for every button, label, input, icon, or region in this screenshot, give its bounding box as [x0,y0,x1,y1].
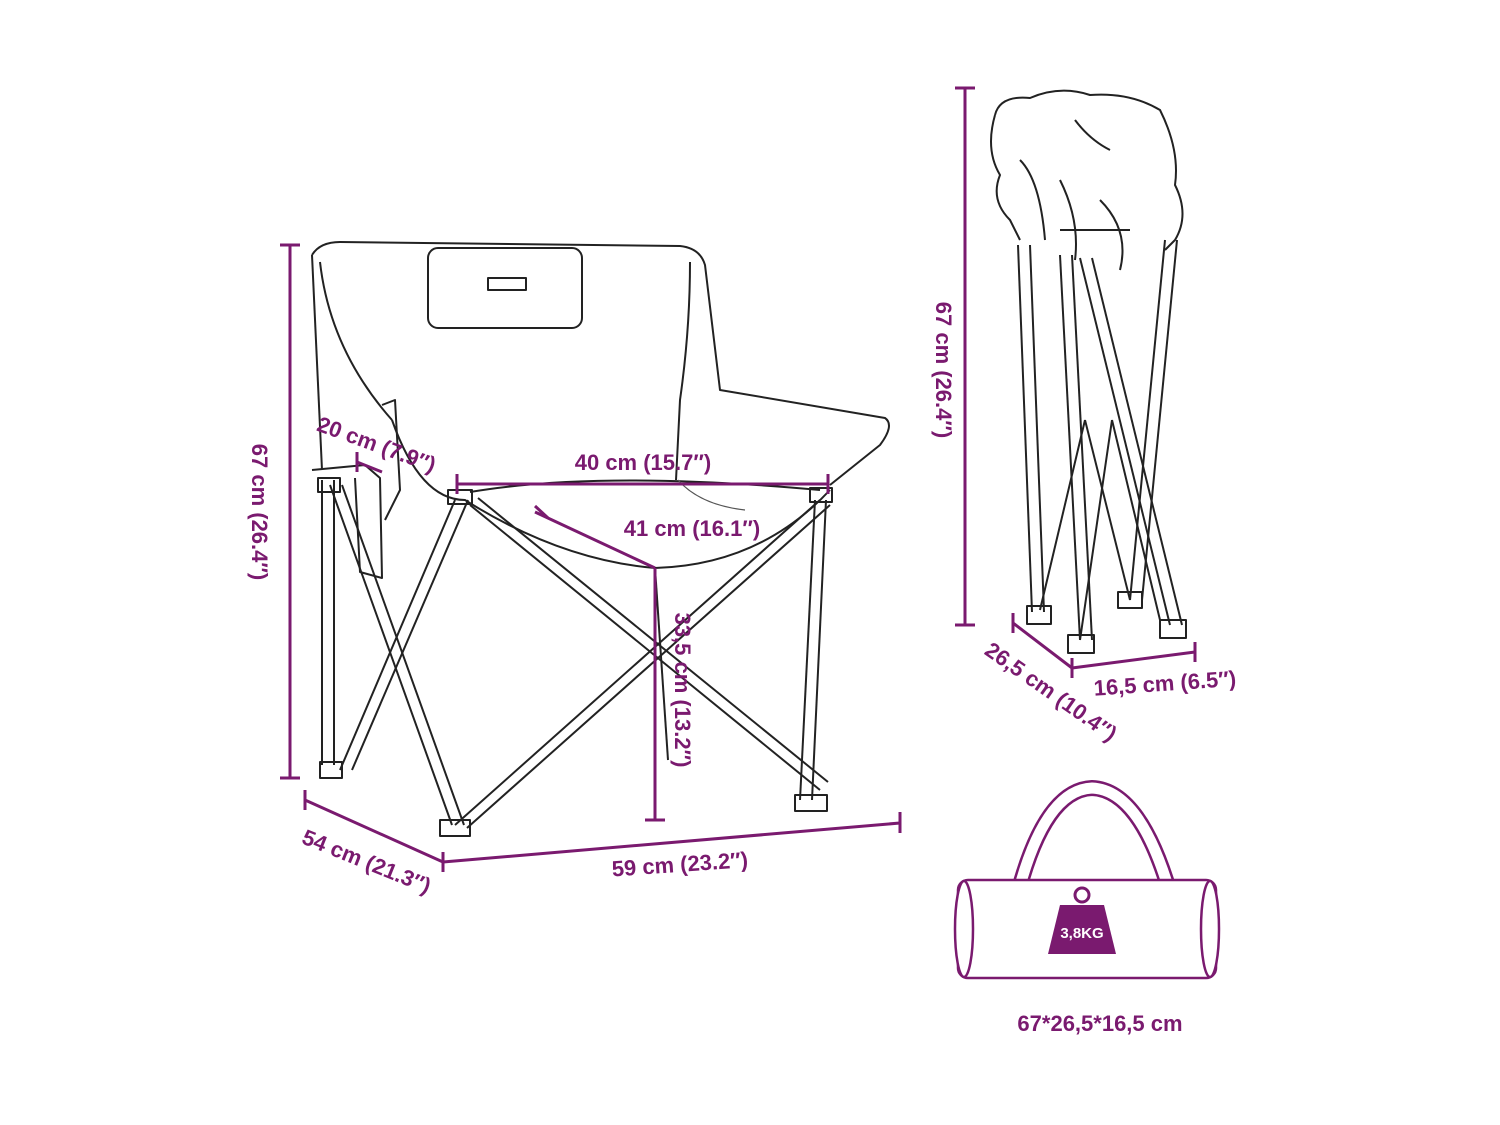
bag-size-label: 67*26,5*16,5 cm [1017,1011,1182,1036]
weight-icon [1048,886,1116,954]
folded-height-label: 67 cm (26.4″) [931,302,956,439]
chair-dimension-lines [280,243,902,872]
seat-width-label: 40 cm (15.7″) [575,450,712,475]
chair-drawing [311,241,890,837]
depth-label: 54 cm (21.3″) [299,824,435,898]
folded-width-label: 16,5 cm (6.5″) [1093,666,1237,701]
chair-height-label: 67 cm (26.4″) [247,444,272,581]
folded-chair-drawing [990,89,1187,654]
folded-dimension-lines [955,86,1197,678]
width-label: 59 cm (23.2″) [611,847,749,881]
seat-depth-label: 41 cm (16.1″) [624,516,761,541]
seat-height-label: 33,5 cm (13.2″) [670,613,695,768]
bag-weight-label: 3,8KG [1060,925,1103,942]
